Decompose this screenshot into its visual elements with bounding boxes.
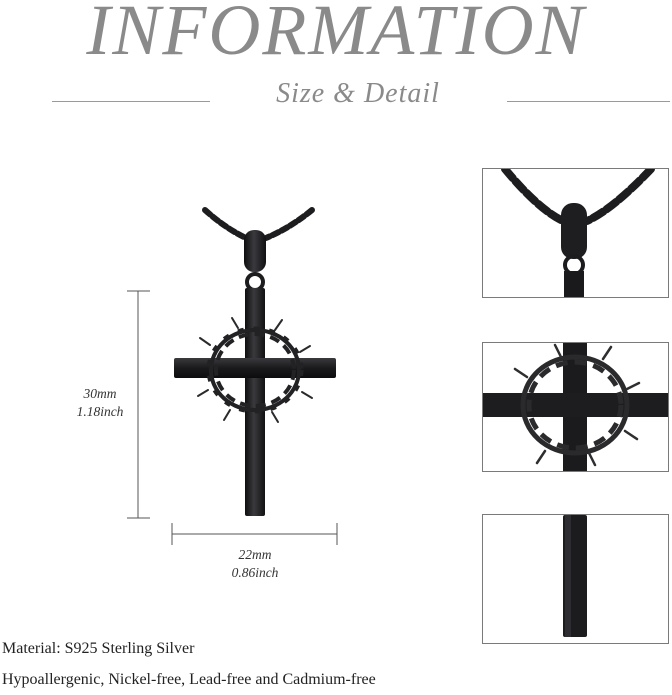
thumbnail-bail-closeup: [482, 168, 669, 298]
cross-vertical-bar: [245, 288, 265, 516]
crown-of-thorns-icon: [206, 326, 304, 414]
width-dimension-line: [171, 523, 338, 545]
divider-left: [52, 101, 210, 102]
chain-icon: [202, 207, 315, 241]
width-inch: 0.86inch: [231, 565, 279, 580]
height-dimension-line: [127, 290, 150, 519]
divider-right: [507, 101, 670, 102]
thumbnail-cross-bottom-closeup: [482, 514, 669, 644]
cross-horizontal-bar: [174, 358, 336, 378]
height-inch: 1.18inch: [76, 404, 124, 419]
height-mm: 30mm: [83, 386, 117, 401]
width-mm: 22mm: [238, 547, 272, 562]
material-text: Material: S925 Sterling Silver: [2, 640, 195, 657]
page-subtitle: Size & Detail: [276, 78, 440, 109]
features-text: Hypoallergenic, Nickel-free, Lead-free a…: [2, 671, 376, 688]
width-dimension-label: 22mm 0.86inch: [215, 546, 295, 582]
page-title: INFORMATION: [86, 0, 586, 70]
bail-icon: [244, 230, 266, 272]
thumbnail-crown-closeup: [482, 342, 669, 472]
pendant-product-image: [127, 207, 338, 545]
height-dimension-label: 30mm 1.18inch: [60, 385, 140, 421]
